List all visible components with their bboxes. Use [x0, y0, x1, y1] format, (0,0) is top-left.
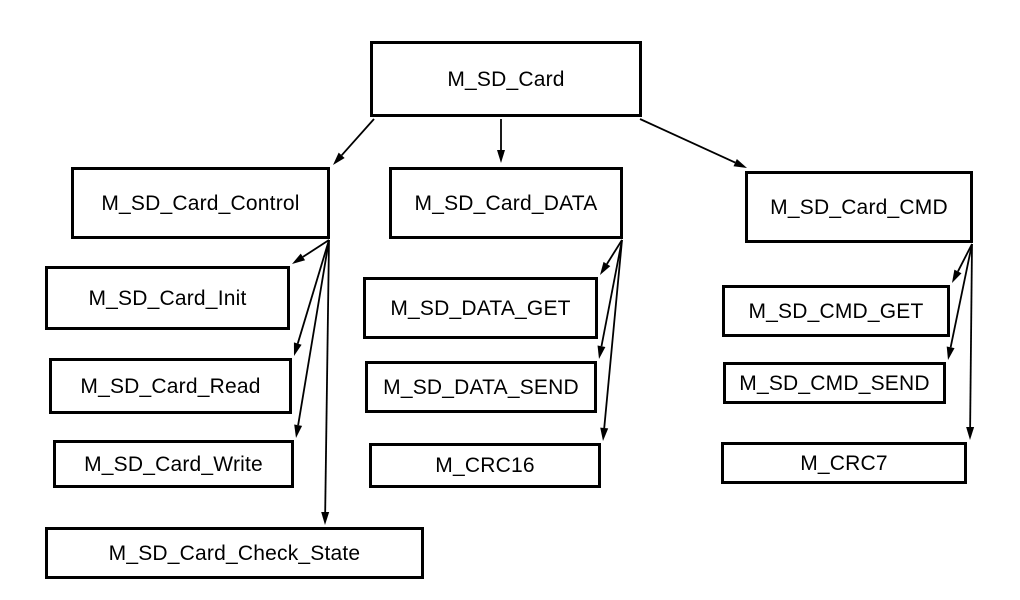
edge-m-sd-card-control-to-m-sd-card-init	[292, 239, 330, 264]
edge-m-sd-card-data-to-m-crc16	[600, 239, 623, 441]
node-m-crc16[interactable]: M_CRC16	[369, 443, 601, 488]
node-label: M_CRC16	[435, 454, 535, 477]
node-label: M_SD_Card_Read	[80, 374, 261, 398]
node-label: M_SD_DATA_GET	[390, 296, 571, 320]
node-label: M_SD_DATA_SEND	[383, 375, 579, 399]
node-m-sd-card-init[interactable]: M_SD_Card_Init	[45, 266, 290, 330]
node-m-crc7[interactable]: M_CRC7	[721, 442, 967, 484]
edge-m-sd-card-cmd-to-m-sd-cmd-get	[952, 243, 973, 283]
edge-m-sd-card-to-m-sd-card-control	[333, 118, 375, 165]
edge-m-sd-card-control-to-m-sd-card-write	[294, 239, 330, 438]
node-label: M_SD_CMD_SEND	[739, 371, 930, 395]
node-m-sd-card-data[interactable]: M_SD_Card_DATA	[389, 167, 623, 239]
node-label: M_SD_Card_Write	[84, 452, 263, 476]
node-label: M_SD_Card_Check_State	[108, 541, 361, 565]
node-label: M_CRC7	[800, 451, 888, 475]
edge-m-sd-card-data-to-m-sd-data-send	[597, 239, 623, 359]
node-m-sd-cmd-get[interactable]: M_SD_CMD_GET	[722, 285, 950, 337]
node-label: M_SD_CMD_GET	[748, 299, 924, 323]
edge-m-sd-card-to-m-sd-card-cmd	[639, 118, 747, 168]
node-m-sd-card-control[interactable]: M_SD_Card_Control	[71, 167, 330, 239]
edge-m-sd-card-to-m-sd-card-data	[497, 119, 505, 163]
edge-m-sd-card-data-to-m-sd-data-get	[600, 239, 623, 275]
edge-m-sd-card-cmd-to-m-crc7	[966, 243, 975, 440]
node-m-sd-card[interactable]: M_SD_Card	[370, 41, 642, 117]
node-label: M_SD_Card_Init	[88, 286, 247, 310]
node-m-sd-cmd-send[interactable]: M_SD_CMD_SEND	[723, 362, 946, 404]
edge-m-sd-card-cmd-to-m-sd-cmd-send	[946, 243, 973, 360]
node-m-sd-card-check-state[interactable]: M_SD_Card_Check_State	[45, 527, 424, 579]
edge-m-sd-card-control-to-m-sd-card-check-state	[321, 239, 330, 525]
node-m-sd-card-write[interactable]: M_SD_Card_Write	[53, 440, 294, 488]
node-label: M_SD_Card	[447, 67, 565, 91]
node-m-sd-card-cmd[interactable]: M_SD_Card_CMD	[745, 171, 973, 243]
node-m-sd-card-read[interactable]: M_SD_Card_Read	[49, 358, 292, 414]
node-label: M_SD_Card_CMD	[770, 195, 948, 219]
node-m-sd-data-send[interactable]: M_SD_DATA_SEND	[365, 361, 597, 413]
node-label: M_SD_Card_Control	[101, 191, 300, 215]
node-label: M_SD_Card_DATA	[414, 191, 598, 215]
node-m-sd-data-get[interactable]: M_SD_DATA_GET	[363, 277, 598, 339]
edge-m-sd-card-control-to-m-sd-card-read	[293, 239, 330, 356]
